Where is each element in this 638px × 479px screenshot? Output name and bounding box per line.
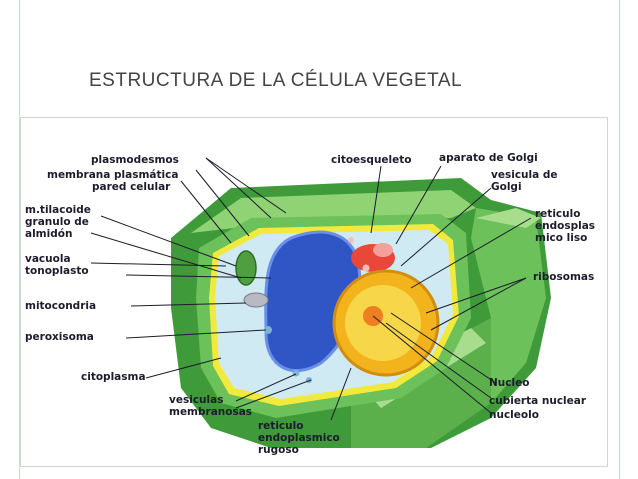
label-cubierta-nuclear: cubierta nuclear: [489, 395, 587, 407]
golgi-apparatus: [351, 243, 395, 272]
label-reticulo-rugoso: reticulo endoplasmico rugoso: [258, 420, 340, 456]
label-plasmodesmos: plasmodesmos: [91, 154, 179, 166]
adjacent-cell-wall: [476, 208, 541, 228]
peroxisome: [264, 326, 272, 334]
label-vesicula-golgi: vesicula de Golgi: [491, 169, 558, 193]
cell-diagram: plasmodesmos membrana plasmática pared c…: [20, 117, 608, 467]
plant-cell-illustration: [90, 157, 551, 448]
label-tilacoide-almidon: m.tilacoide granulo de almidón: [25, 204, 91, 240]
label-ribosomas: ribosomas: [533, 271, 595, 283]
label-mitocondria: mitocondria: [25, 300, 97, 312]
label-pared-celular: pared celular: [92, 181, 171, 193]
label-membrana-plasmatica: membrana plasmática: [47, 169, 179, 181]
label-reticulo-liso: reticulo endosplas mico liso: [535, 208, 596, 244]
label-aparato-golgi: aparato de Golgi: [439, 152, 538, 164]
slide-left-border: [19, 0, 20, 479]
leader-lines: [90, 157, 532, 421]
cell-wall-right-face: [471, 208, 546, 403]
slide-title: Estructura de la célula vegetal: [89, 70, 463, 91]
vesicle: [348, 237, 354, 243]
label-nucleo: Nucleo: [489, 377, 530, 389]
label-citoplasma: citoplasma: [81, 371, 146, 383]
vesicle: [306, 377, 312, 383]
label-citoesqueleto: citoesqueleto: [331, 154, 412, 166]
slide-right-border: [619, 0, 620, 479]
label-peroxisoma: peroxisoma: [25, 331, 94, 343]
mitochondrion: [243, 292, 269, 308]
label-vesiculas-membranosas: vesiculas membranosas: [169, 394, 253, 418]
label-nucleolo: nucleolo: [489, 409, 539, 421]
label-vacuola-tonoplasto: vacuola tonoplasto: [25, 253, 89, 277]
chloroplast: [235, 250, 257, 286]
